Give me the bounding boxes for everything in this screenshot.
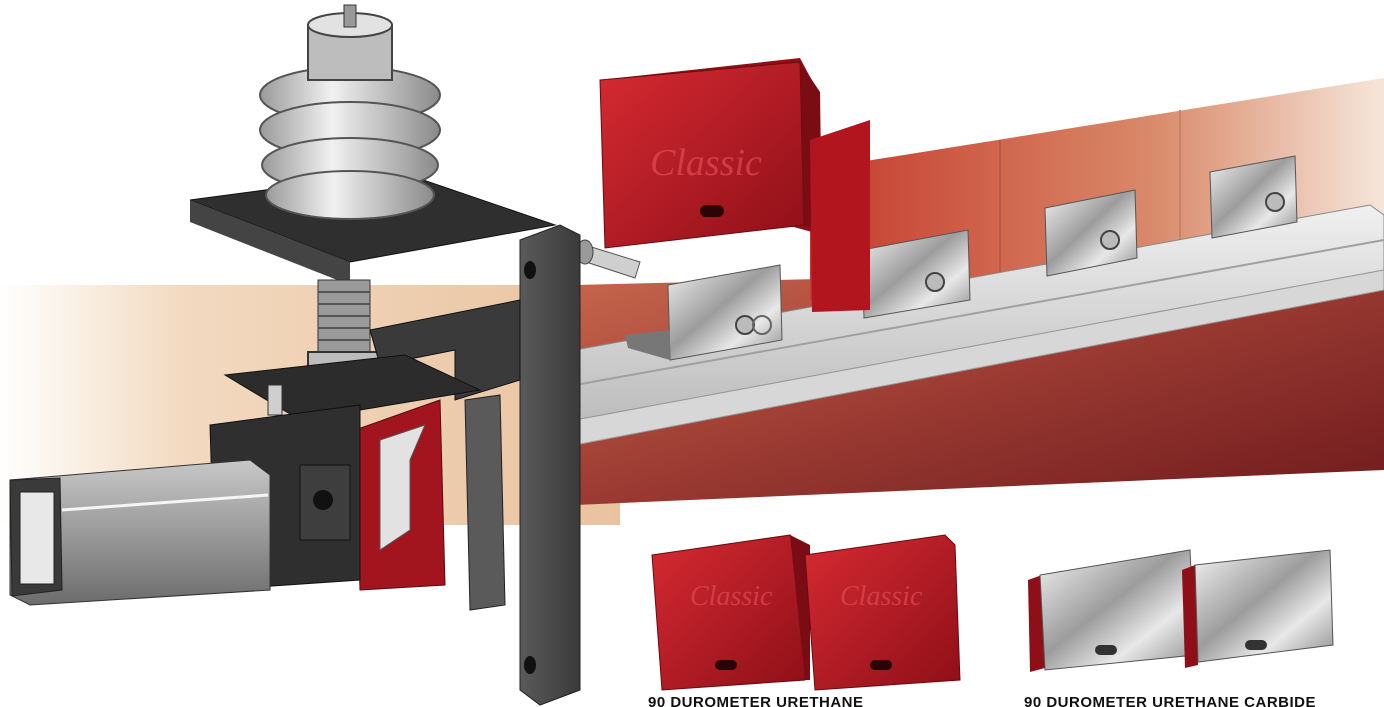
carbide-blade-pair	[1028, 549, 1334, 672]
brand-logo-text-right: Classic	[840, 581, 923, 612]
spring-bracket-assembly	[189, 4, 581, 706]
urethane-blade-main: Classic	[599, 58, 870, 312]
carbide-blade-4	[1209, 155, 1298, 239]
carbide-blade-3	[1044, 189, 1138, 277]
urethane-blade-pair: Classic Classic	[651, 534, 961, 691]
caption-urethane-carbide: 90 DUROMETER URETHANE CARBIDE	[1024, 694, 1317, 707]
brand-logo-text-left: Classic	[690, 581, 773, 612]
brand-logo-text: Classic	[650, 142, 762, 184]
square-tube	[9, 459, 271, 606]
caption-urethane: 90 DUROMETER URETHANE	[648, 694, 864, 707]
mounting-bolt	[576, 239, 641, 279]
carbide-blade-1	[625, 264, 783, 361]
